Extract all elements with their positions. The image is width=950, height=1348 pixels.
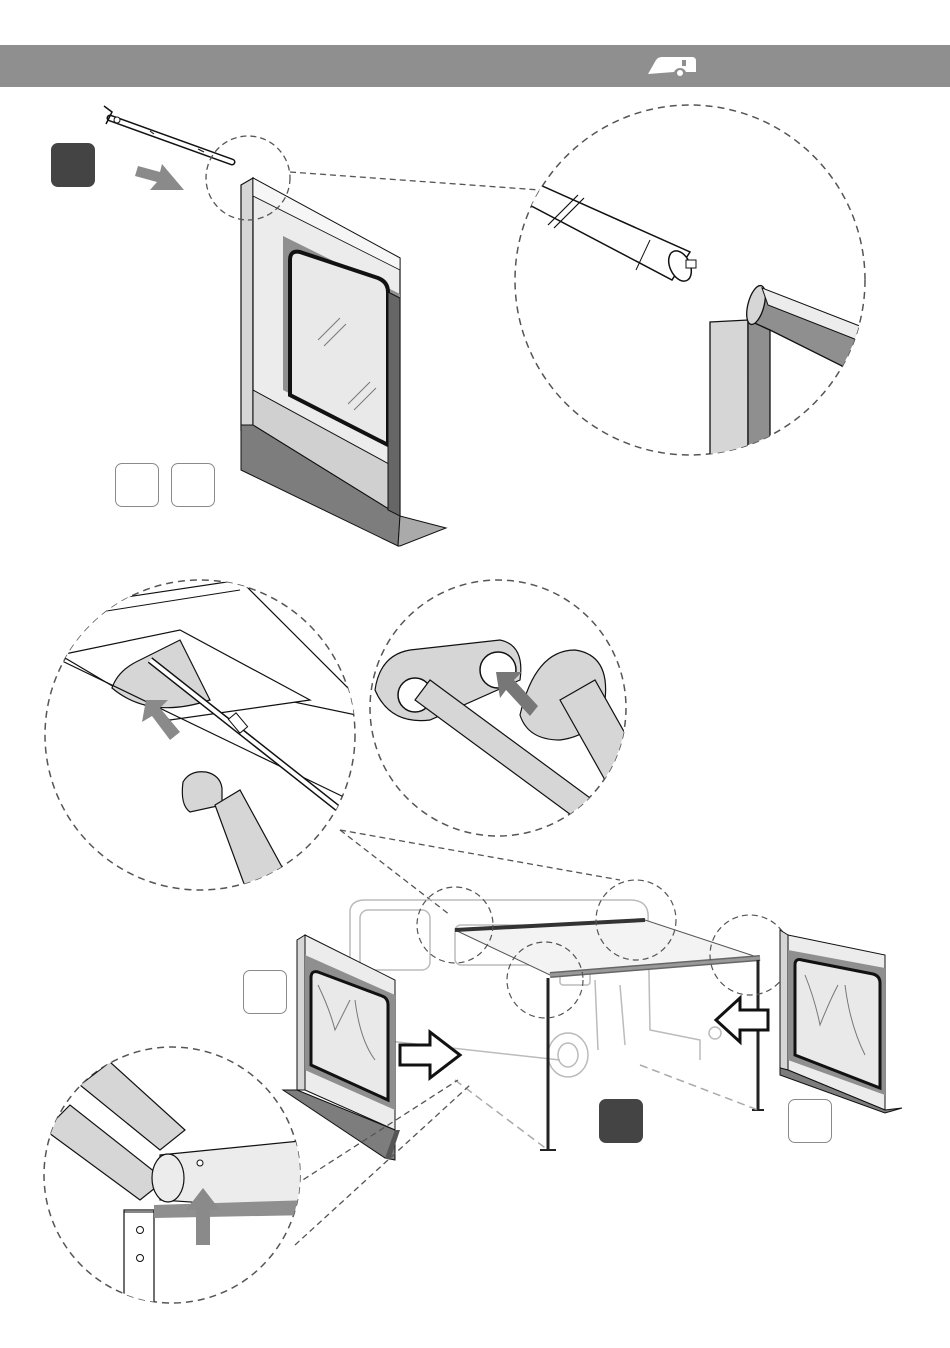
- pole-clamp-detail-zoom: [370, 580, 640, 840]
- pole-end-detail-zoom: [515, 105, 870, 470]
- awning-side-panel-with-pole: [104, 106, 446, 546]
- rail-insertion-detail-zoom: [40, 580, 380, 900]
- right-side-panel: [780, 930, 902, 1113]
- pole-rod: [104, 106, 232, 162]
- left-side-panel: [283, 935, 400, 1160]
- corner-joint-detail-zoom: [44, 1047, 310, 1310]
- arrow-left-icon: [716, 998, 768, 1042]
- arrow-diagonal-icon: [135, 164, 184, 190]
- arrow-right-icon: [400, 1032, 460, 1078]
